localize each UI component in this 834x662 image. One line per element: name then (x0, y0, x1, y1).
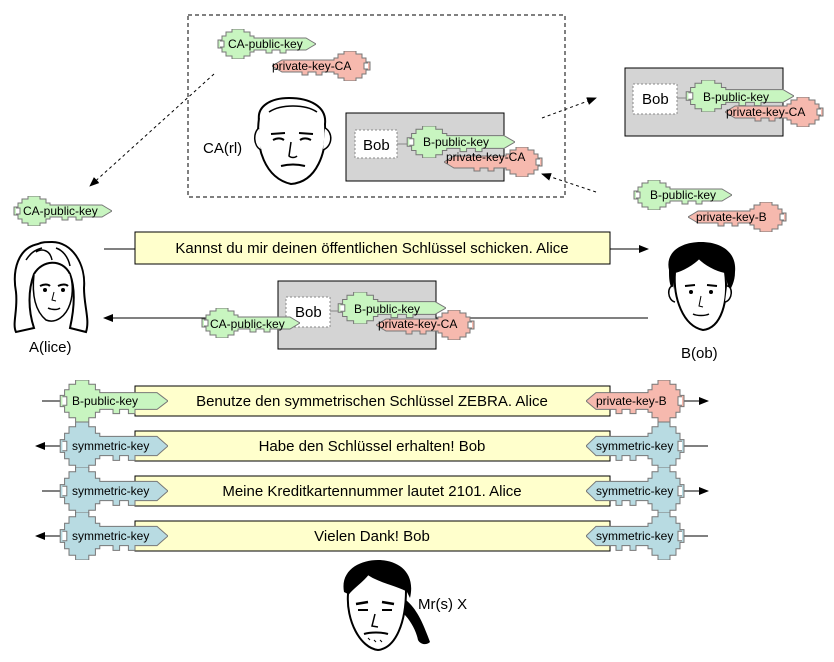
ca-certificate: Bob B-public-key private-key-CA (345, 112, 543, 182)
left-key-icon: symmetric-key (59, 467, 168, 515)
ca-face-icon (254, 96, 332, 186)
bob-certificate: Bob B-public-key private-key-CA (624, 67, 824, 137)
ca-public-key-label: CA-public-key (228, 37, 303, 51)
right-key-label: symmetric-key (596, 439, 673, 453)
alice-face-icon (13, 240, 89, 334)
reply-cert-public-key-label: B-public-key (354, 302, 420, 316)
bob-cert-public-key-label: B-public-key (703, 90, 769, 104)
ca-private-key-label: private-key-CA (272, 59, 351, 73)
message-text: Vielen Dank! Bob (314, 528, 430, 545)
ca-public-key-icon: CA-public-key (217, 29, 316, 59)
left-key-label: B-public-key (72, 394, 138, 408)
left-key-icon: B-public-key (59, 380, 168, 422)
alice-ca-public-key-label: CA-public-key (23, 204, 98, 218)
request-message (134, 231, 611, 265)
reply-cert-public-key-icon: B-public-key (337, 292, 446, 324)
bob-public-key-label: B-public-key (650, 188, 716, 202)
ca-cert-name: Bob (363, 137, 390, 154)
ca-label: CA(rl) (203, 140, 242, 157)
left-key-icon: symmetric-key (59, 512, 168, 560)
bob-private-key-label: private-key-B (696, 210, 767, 224)
bob-to-ca-arrow (541, 173, 597, 193)
reply-ca-public-key-label: CA-public-key (210, 317, 285, 331)
left-key-label: symmetric-key (72, 529, 149, 543)
message-box (134, 520, 611, 552)
reply-cert-signature-icon: private-key-CA (376, 310, 475, 340)
right-key-label: private-key-B (596, 394, 667, 408)
eavesdropper-face-icon (343, 560, 430, 652)
left-key-label: symmetric-key (72, 439, 149, 453)
right-key-icon: symmetric-key (586, 512, 685, 560)
ca-private-key-icon: private-key-CA (272, 51, 371, 81)
message-text: Benutze den symmetrischen Schlüssel ZEBR… (196, 393, 548, 410)
right-key-label: symmetric-key (596, 529, 673, 543)
alice-label: A(lice) (29, 339, 72, 356)
right-key-label: symmetric-key (596, 484, 673, 498)
reply-cert-signature-label: private-key-CA (378, 317, 457, 331)
message-row: Benutze den symmetrischen Schlüssel ZEBR… (42, 380, 709, 422)
message-row: Vielen Dank! Bob symmetric-key symmetric-k… (35, 512, 708, 560)
bob-private-key-icon: private-key-B (688, 202, 787, 232)
message-text: Habe den Schlüssel erhalten! Bob (259, 438, 486, 455)
message-row: Meine Kreditkartennummer lautet 2101. Al… (42, 467, 709, 515)
alice-ca-public-key-icon: CA-public-key (13, 196, 112, 226)
ca-cert-signature-label: private-key-CA (446, 150, 525, 164)
reply-ca-public-key-icon: CA-public-key (201, 308, 300, 338)
left-key-icon: symmetric-key (59, 422, 168, 470)
right-key-icon: symmetric-key (586, 467, 685, 515)
reply-certificate: Bob B-public-key private-key-CA (277, 280, 475, 350)
ca-cert-signature-icon: private-key-CA (444, 147, 543, 177)
left-key-label: symmetric-key (72, 484, 149, 498)
message-row: Habe den Schlüssel erhalten! Bob symmetri… (35, 422, 708, 470)
ca-to-bob-cert-arrow (541, 97, 597, 119)
eavesdropper-label: Mr(s) X (418, 596, 467, 613)
message-rows: Benutze den symmetrischen Schlüssel ZEBR… (35, 380, 709, 560)
bob-cert-signature-label: private-key-CA (726, 105, 805, 119)
request-message-text: Kannst du mir deinen öffentlichen Schlüs… (175, 240, 568, 257)
bob-cert-signature-icon: private-key-CA (725, 97, 824, 127)
right-key-icon: private-key-B (586, 380, 685, 422)
reply-cert-name: Bob (295, 304, 322, 321)
bob-label: B(ob) (681, 345, 718, 362)
bob-cert-name: Bob (642, 91, 669, 108)
ca-to-alice-arrow (89, 73, 215, 187)
bob-face-icon (668, 242, 736, 332)
bob-cert-public-key-icon: B-public-key (685, 80, 794, 112)
message-text: Meine Kreditkartennummer lautet 2101. Al… (222, 483, 521, 500)
ca-cert-public-key-label: B-public-key (423, 135, 489, 149)
ca-cert-public-key-icon: B-public-key (406, 126, 515, 158)
right-key-icon: symmetric-key (586, 422, 685, 470)
bob-public-key-icon: B-public-key (633, 180, 732, 210)
message-box (134, 430, 611, 462)
